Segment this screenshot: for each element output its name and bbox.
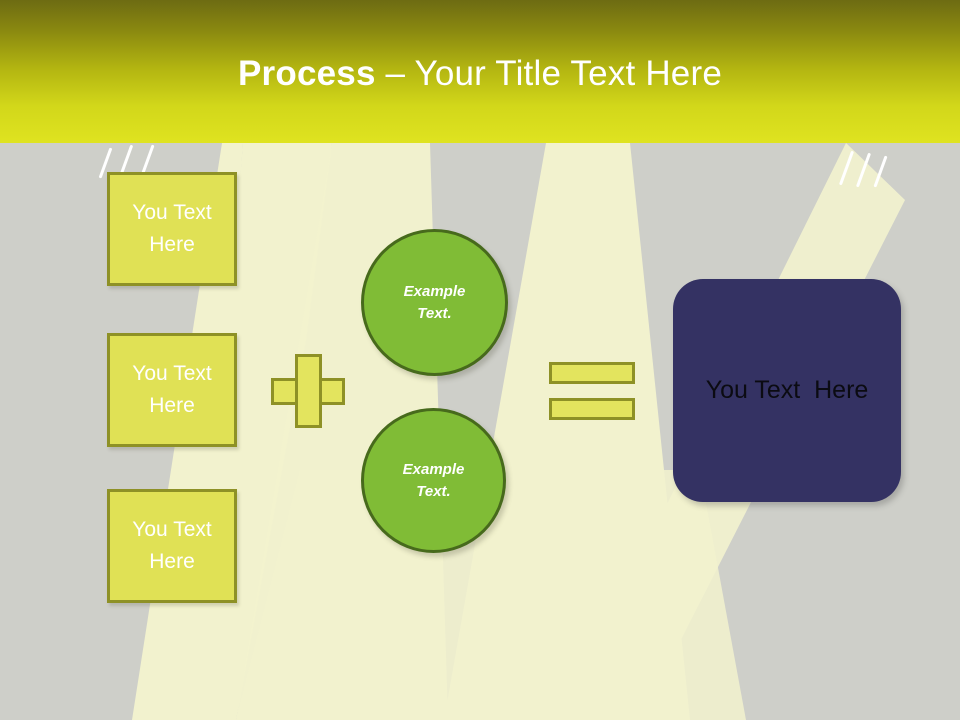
equals-icon-top-bar <box>549 362 635 384</box>
process-circle-2-line1: Example <box>402 460 465 478</box>
input-box-3-label: You Text Here <box>132 518 212 573</box>
equals-icon-bottom-bar <box>549 398 635 420</box>
equals-icon <box>549 362 635 420</box>
process-circle-2-line2: Text. <box>416 482 451 500</box>
process-circle-2[interactable]: Example Text. <box>361 408 506 553</box>
page-title: Process – Your Title Text Here <box>0 52 960 96</box>
input-box-2[interactable]: You Text Here <box>107 333 237 447</box>
plus-icon <box>271 354 345 428</box>
result-box-label: You Text Here <box>705 376 869 404</box>
input-box-1[interactable]: You Text Here <box>107 172 237 286</box>
input-box-2-label: You Text Here <box>132 362 212 417</box>
page-title-rest: – Your Title Text Here <box>375 54 722 93</box>
process-circle-1-line1: Example <box>403 282 466 300</box>
slide-header-bar: Process – Your Title Text Here <box>0 0 960 143</box>
result-box[interactable]: You Text Here <box>673 279 901 502</box>
process-circle-1-line2: Text. <box>417 304 452 322</box>
plus-icon-center-patch <box>298 381 319 402</box>
page-title-bold: Process <box>238 54 376 93</box>
process-circle-1[interactable]: Example Text. <box>361 229 508 376</box>
input-box-3[interactable]: You Text Here <box>107 489 237 603</box>
input-box-1-label: You Text Here <box>132 201 212 256</box>
